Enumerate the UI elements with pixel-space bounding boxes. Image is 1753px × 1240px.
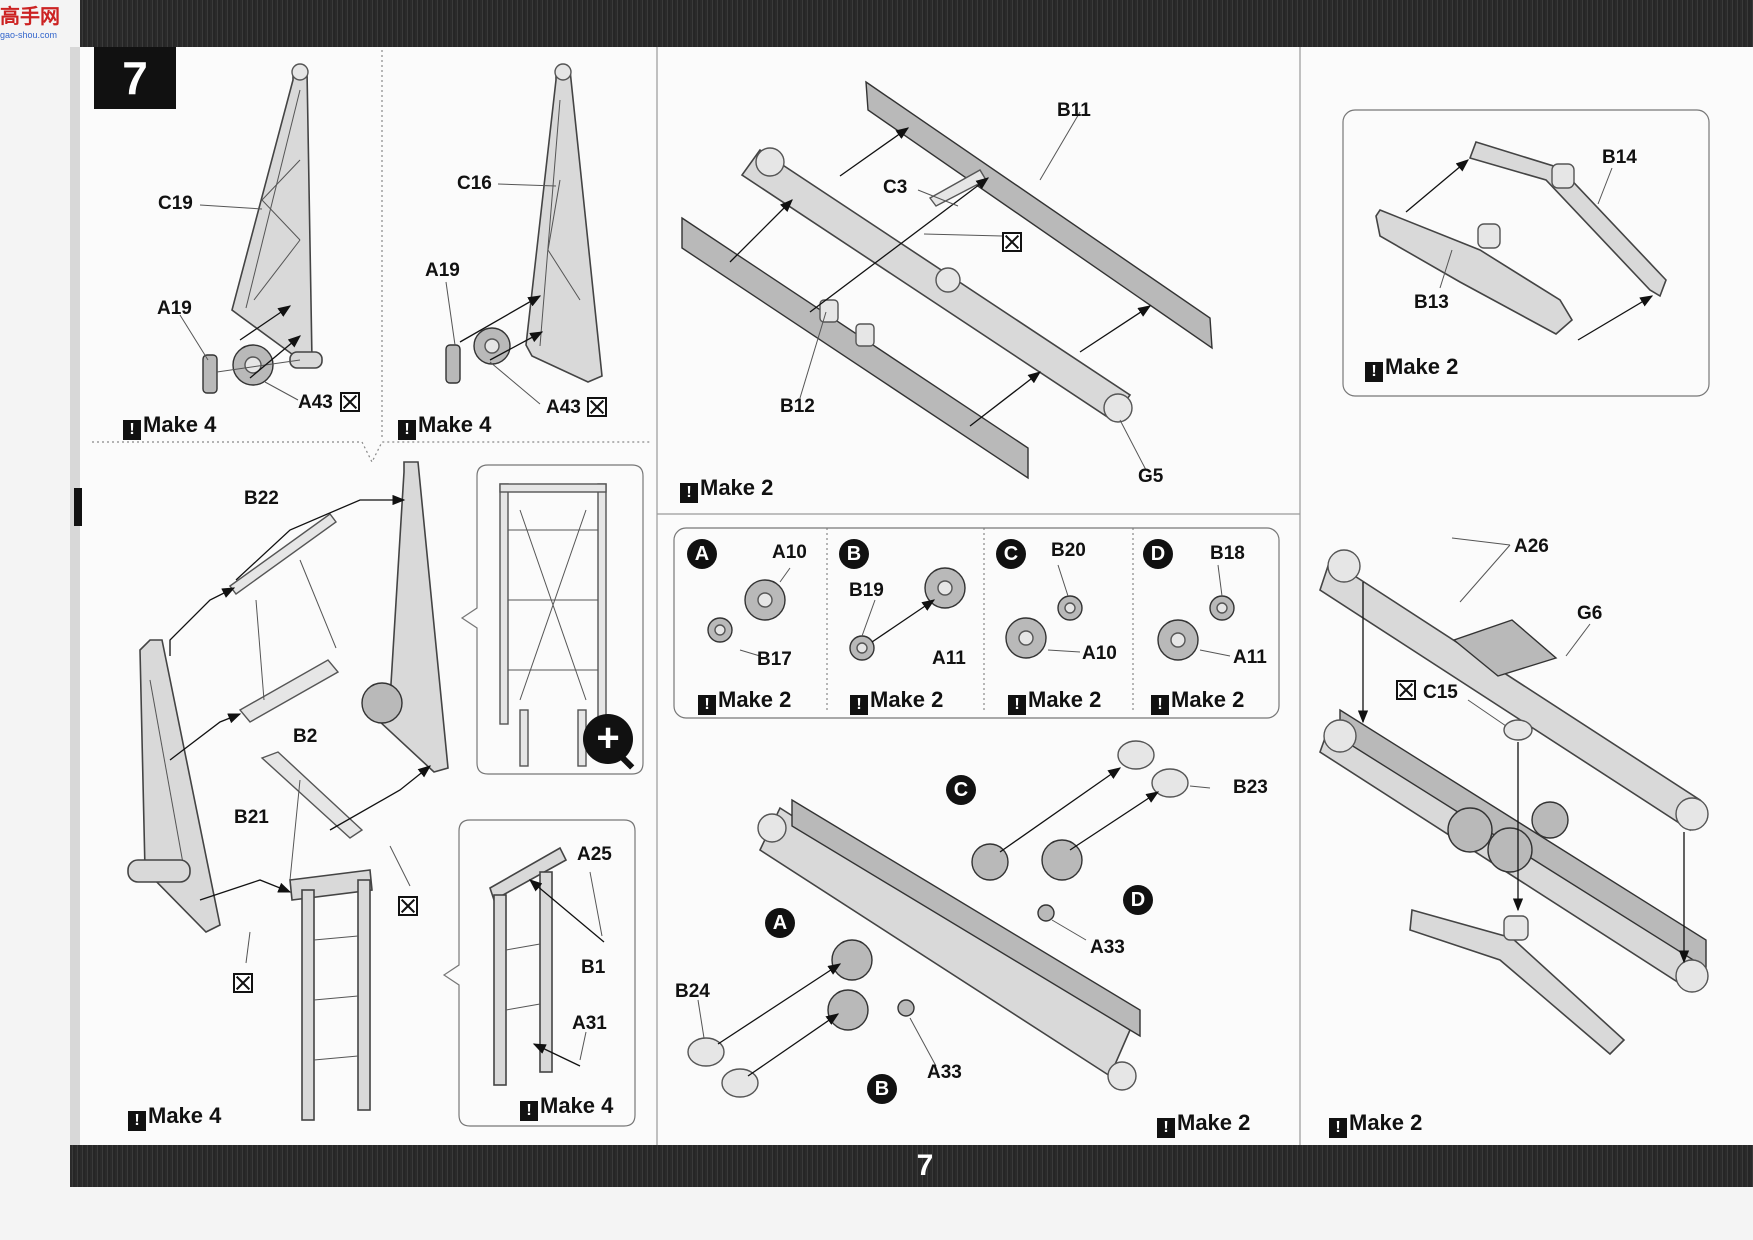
support-drawing	[1375, 141, 1667, 341]
gear-set-letter-d: D	[1143, 539, 1173, 569]
part-label-b12: B12	[780, 396, 815, 417]
gearbox-letter-d: D	[1123, 885, 1153, 915]
make-count-support: !Make 2	[1365, 354, 1458, 382]
bottom-band	[70, 1145, 1753, 1187]
final-assembly-drawing	[1319, 537, 1709, 1056]
top-band	[80, 0, 1753, 47]
part-label-c16: C16	[457, 173, 492, 194]
attention-icon: !	[1329, 1118, 1347, 1138]
attention-icon: !	[1365, 362, 1383, 382]
part-label-b24: B24	[675, 981, 710, 1002]
site-logo-sub: gao-shou.com	[0, 30, 58, 40]
part-label-c19: C19	[158, 193, 193, 214]
part-label-b13: B13	[1414, 292, 1449, 313]
part-label-c3: C3	[883, 177, 908, 198]
gearbox-letter-c: C	[946, 775, 976, 805]
make-count-gear-b: !Make 2	[850, 687, 943, 715]
gearbox-letter-a: A	[765, 908, 795, 938]
site-logo: 高手网 gao-shou.com	[0, 4, 76, 40]
tower-drawing	[127, 461, 449, 1121]
attention-icon: !	[128, 1111, 146, 1131]
divider-frames-tower	[92, 441, 652, 464]
support-box	[1342, 109, 1710, 397]
attention-icon: !	[1151, 695, 1169, 715]
attention-icon: !	[398, 420, 416, 440]
beam-drawing	[681, 80, 1213, 480]
frame-c16-drawing	[445, 63, 603, 405]
part-label-g6: G6	[1577, 603, 1603, 624]
gear-set-letter-c: C	[996, 539, 1026, 569]
zoom-detail-drawing	[499, 483, 607, 767]
part-label-b17: B17	[757, 649, 792, 670]
gearbox-letter-b: B	[867, 1074, 897, 1104]
part-label-g5: G5	[1138, 466, 1164, 487]
attention-icon: !	[1008, 695, 1026, 715]
part-label-b20: B20	[1051, 540, 1086, 561]
part-label-a31: A31	[572, 1013, 607, 1034]
make-count-ladder: !Make 4	[520, 1093, 613, 1121]
part-label-b2: B2	[293, 726, 318, 747]
gear-set-box	[673, 527, 1280, 719]
attention-icon: !	[520, 1101, 538, 1121]
no-glue-icon	[1002, 232, 1022, 252]
page-number: 7	[916, 1149, 934, 1182]
make-count-beam: !Make 2	[680, 475, 773, 503]
part-label-b22: B22	[244, 488, 279, 509]
part-label-b23: B23	[1233, 777, 1268, 798]
part-label-a10: A10	[1082, 643, 1117, 664]
attention-icon: !	[850, 695, 868, 715]
ladder-detail-box	[442, 819, 636, 1127]
attention-icon: !	[680, 483, 698, 503]
frame-c19-drawing	[179, 63, 323, 401]
make-count-tower: !Make 4	[128, 1103, 221, 1131]
part-label-a33: A33	[927, 1062, 962, 1083]
no-glue-icon	[233, 973, 253, 993]
part-label-a19: A19	[157, 298, 192, 319]
part-label-a43: A43	[546, 397, 581, 418]
make-count-frame-c16: !Make 4	[398, 412, 491, 440]
make-count-final-assembly: !Make 2	[1329, 1110, 1422, 1138]
ladder-detail-drawing	[489, 846, 605, 1086]
make-count-gearbox: !Make 2	[1157, 1110, 1250, 1138]
part-label-b14: B14	[1602, 147, 1637, 168]
make-count-gear-a: !Make 2	[698, 687, 791, 715]
part-label-a26: A26	[1514, 536, 1549, 557]
step-number: 7	[94, 47, 176, 109]
part-label-b11: B11	[1057, 100, 1091, 121]
part-label-a43: A43	[298, 392, 333, 413]
part-label-c15: C15	[1423, 682, 1458, 703]
attention-icon: !	[1157, 1118, 1175, 1138]
attention-icon: !	[123, 420, 141, 440]
no-glue-icon	[587, 397, 607, 417]
gear-set-letter-b: B	[839, 539, 869, 569]
part-label-a19: A19	[425, 260, 460, 281]
part-label-b1: B1	[581, 957, 606, 978]
zoom-in-icon: +	[583, 714, 633, 764]
zoom-detail-box	[460, 464, 644, 775]
gearbox-drawing	[687, 740, 1211, 1098]
part-label-a11: A11	[1233, 647, 1267, 668]
make-count-gear-d: !Make 2	[1151, 687, 1244, 715]
make-count-gear-c: !Make 2	[1008, 687, 1101, 715]
make-count-frame-c19: !Make 4	[123, 412, 216, 440]
part-label-a11: A11	[932, 648, 966, 669]
part-label-b18: B18	[1210, 543, 1245, 564]
part-label-b19: B19	[849, 580, 884, 601]
binding-mark	[74, 488, 82, 526]
attention-icon: !	[698, 695, 716, 715]
part-label-a10: A10	[772, 542, 807, 563]
part-label-a25: A25	[577, 844, 612, 865]
part-label-a33: A33	[1090, 937, 1125, 958]
gear-sets-drawing	[707, 564, 1235, 661]
part-label-b21: B21	[234, 807, 269, 828]
no-glue-icon	[1396, 680, 1416, 700]
no-glue-icon	[398, 896, 418, 916]
site-logo-text: 高手网	[0, 6, 60, 28]
no-glue-icon	[340, 392, 360, 412]
gear-set-letter-a: A	[687, 539, 717, 569]
page-left-edge	[70, 47, 80, 1147]
